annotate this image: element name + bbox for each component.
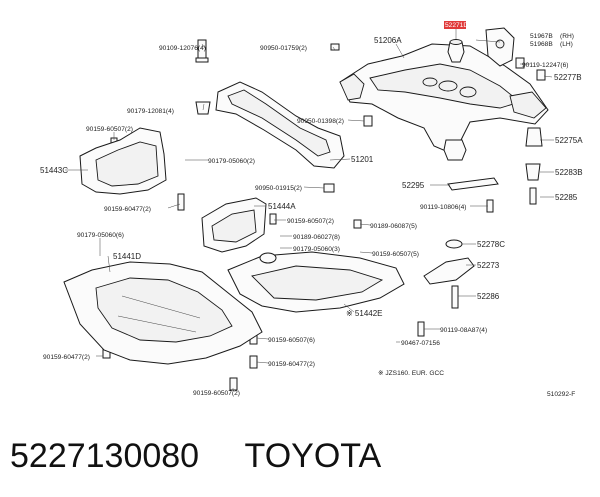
label-90159-60507-a: 90159-60507(2) xyxy=(86,126,133,133)
label-90159-60507-b: 90159-60507(2) xyxy=(287,218,334,225)
bracket-52273 xyxy=(423,257,475,285)
label-52278C: 52278C xyxy=(477,240,505,249)
parts-diagram: 90109-12076(4) 90950-01759(2) 51206A 522… xyxy=(40,21,583,398)
label-90119-12247: 90119-12247(6) xyxy=(522,62,568,69)
label-lh: (LH) xyxy=(560,41,573,48)
label-90179-05060-3: 90179-05060(3) xyxy=(293,246,340,253)
label-52277B: 52277B xyxy=(554,73,582,82)
cross-member-51201 xyxy=(215,81,345,169)
label-52283B: 52283B xyxy=(555,168,583,177)
label-52286: 52286 xyxy=(477,292,500,301)
label-90179-05060-2: 90179-05060(2) xyxy=(208,158,255,165)
label-90159-60477-c: 90159-60477(2) xyxy=(268,361,315,368)
label-figure-id: 510292-F xyxy=(547,391,575,398)
label-90119-10806: 90119-10806(4) xyxy=(420,204,466,211)
label-90159-60477-b: 90159-60477(2) xyxy=(43,354,90,361)
label-note-jzs160: ※ JZS160. EUR. GCC xyxy=(378,370,444,377)
cover-51444A xyxy=(201,197,267,253)
label-51968B: 51968B xyxy=(530,41,553,48)
label-90179-12081: 90179-12081(4) xyxy=(127,108,174,115)
upper-mount-52271D xyxy=(444,21,466,63)
label-52273: 52273 xyxy=(477,261,500,270)
callout-labels: 90109-12076(4) 90950-01759(2) 51206A 522… xyxy=(40,22,583,398)
label-52285: 52285 xyxy=(555,193,578,202)
label-90159-60507-c: 90159-60507(2) xyxy=(193,390,240,397)
label-90119-08487: 90119-08A87(4) xyxy=(440,327,487,334)
label-90189-06087: 90189-06087(5) xyxy=(370,223,417,230)
leader-lines xyxy=(65,39,554,390)
label-90179-05060-6: 90179-05060(6) xyxy=(77,232,124,239)
label-90109-12076: 90109-12076(4) xyxy=(159,45,206,52)
cover-51443C xyxy=(79,127,167,195)
label-90950-01398: 90950-01398(2) xyxy=(297,118,344,125)
cover-51442E xyxy=(227,251,405,313)
cover-51441D xyxy=(63,261,263,365)
label-51967B: 51967B xyxy=(530,33,553,40)
label-51206A: 51206A xyxy=(374,36,402,45)
label-90950-01915: 90950-01915(2) xyxy=(255,185,302,192)
label-rh: (RH) xyxy=(560,33,574,40)
label-51441D: 51441D xyxy=(113,252,141,261)
label-90950-01759: 90950-01759(2) xyxy=(260,45,307,52)
caption-brand: TOYOTA xyxy=(244,437,382,475)
label-51201: 51201 xyxy=(351,155,374,164)
bracket-51967B xyxy=(485,27,515,67)
label-51443C: 51443C xyxy=(40,166,68,175)
caption-part-number: 5227130080 xyxy=(10,437,200,475)
lower-mount xyxy=(443,139,467,161)
label-51444A: 51444A xyxy=(268,202,296,211)
label-52295: 52295 xyxy=(402,181,425,190)
label-90189-06027: 90189-06027(8) xyxy=(293,234,340,241)
label-52275A: 52275A xyxy=(555,136,583,145)
label-90159-60507-6: 90159-60507(6) xyxy=(268,337,315,344)
label-90467-07156: 90467-07156 xyxy=(401,340,440,347)
link-52295 xyxy=(447,177,499,191)
label-90159-60507-5: 90159-60507(5) xyxy=(372,251,419,258)
suspension-member xyxy=(339,43,549,153)
label-90159-60477-a: 90159-60477(2) xyxy=(104,206,151,213)
label-52271D: 52271D xyxy=(445,22,468,29)
caption: 5227130080 TOYOTA xyxy=(10,434,590,484)
label-51442E: ※ 51442E xyxy=(346,309,383,318)
